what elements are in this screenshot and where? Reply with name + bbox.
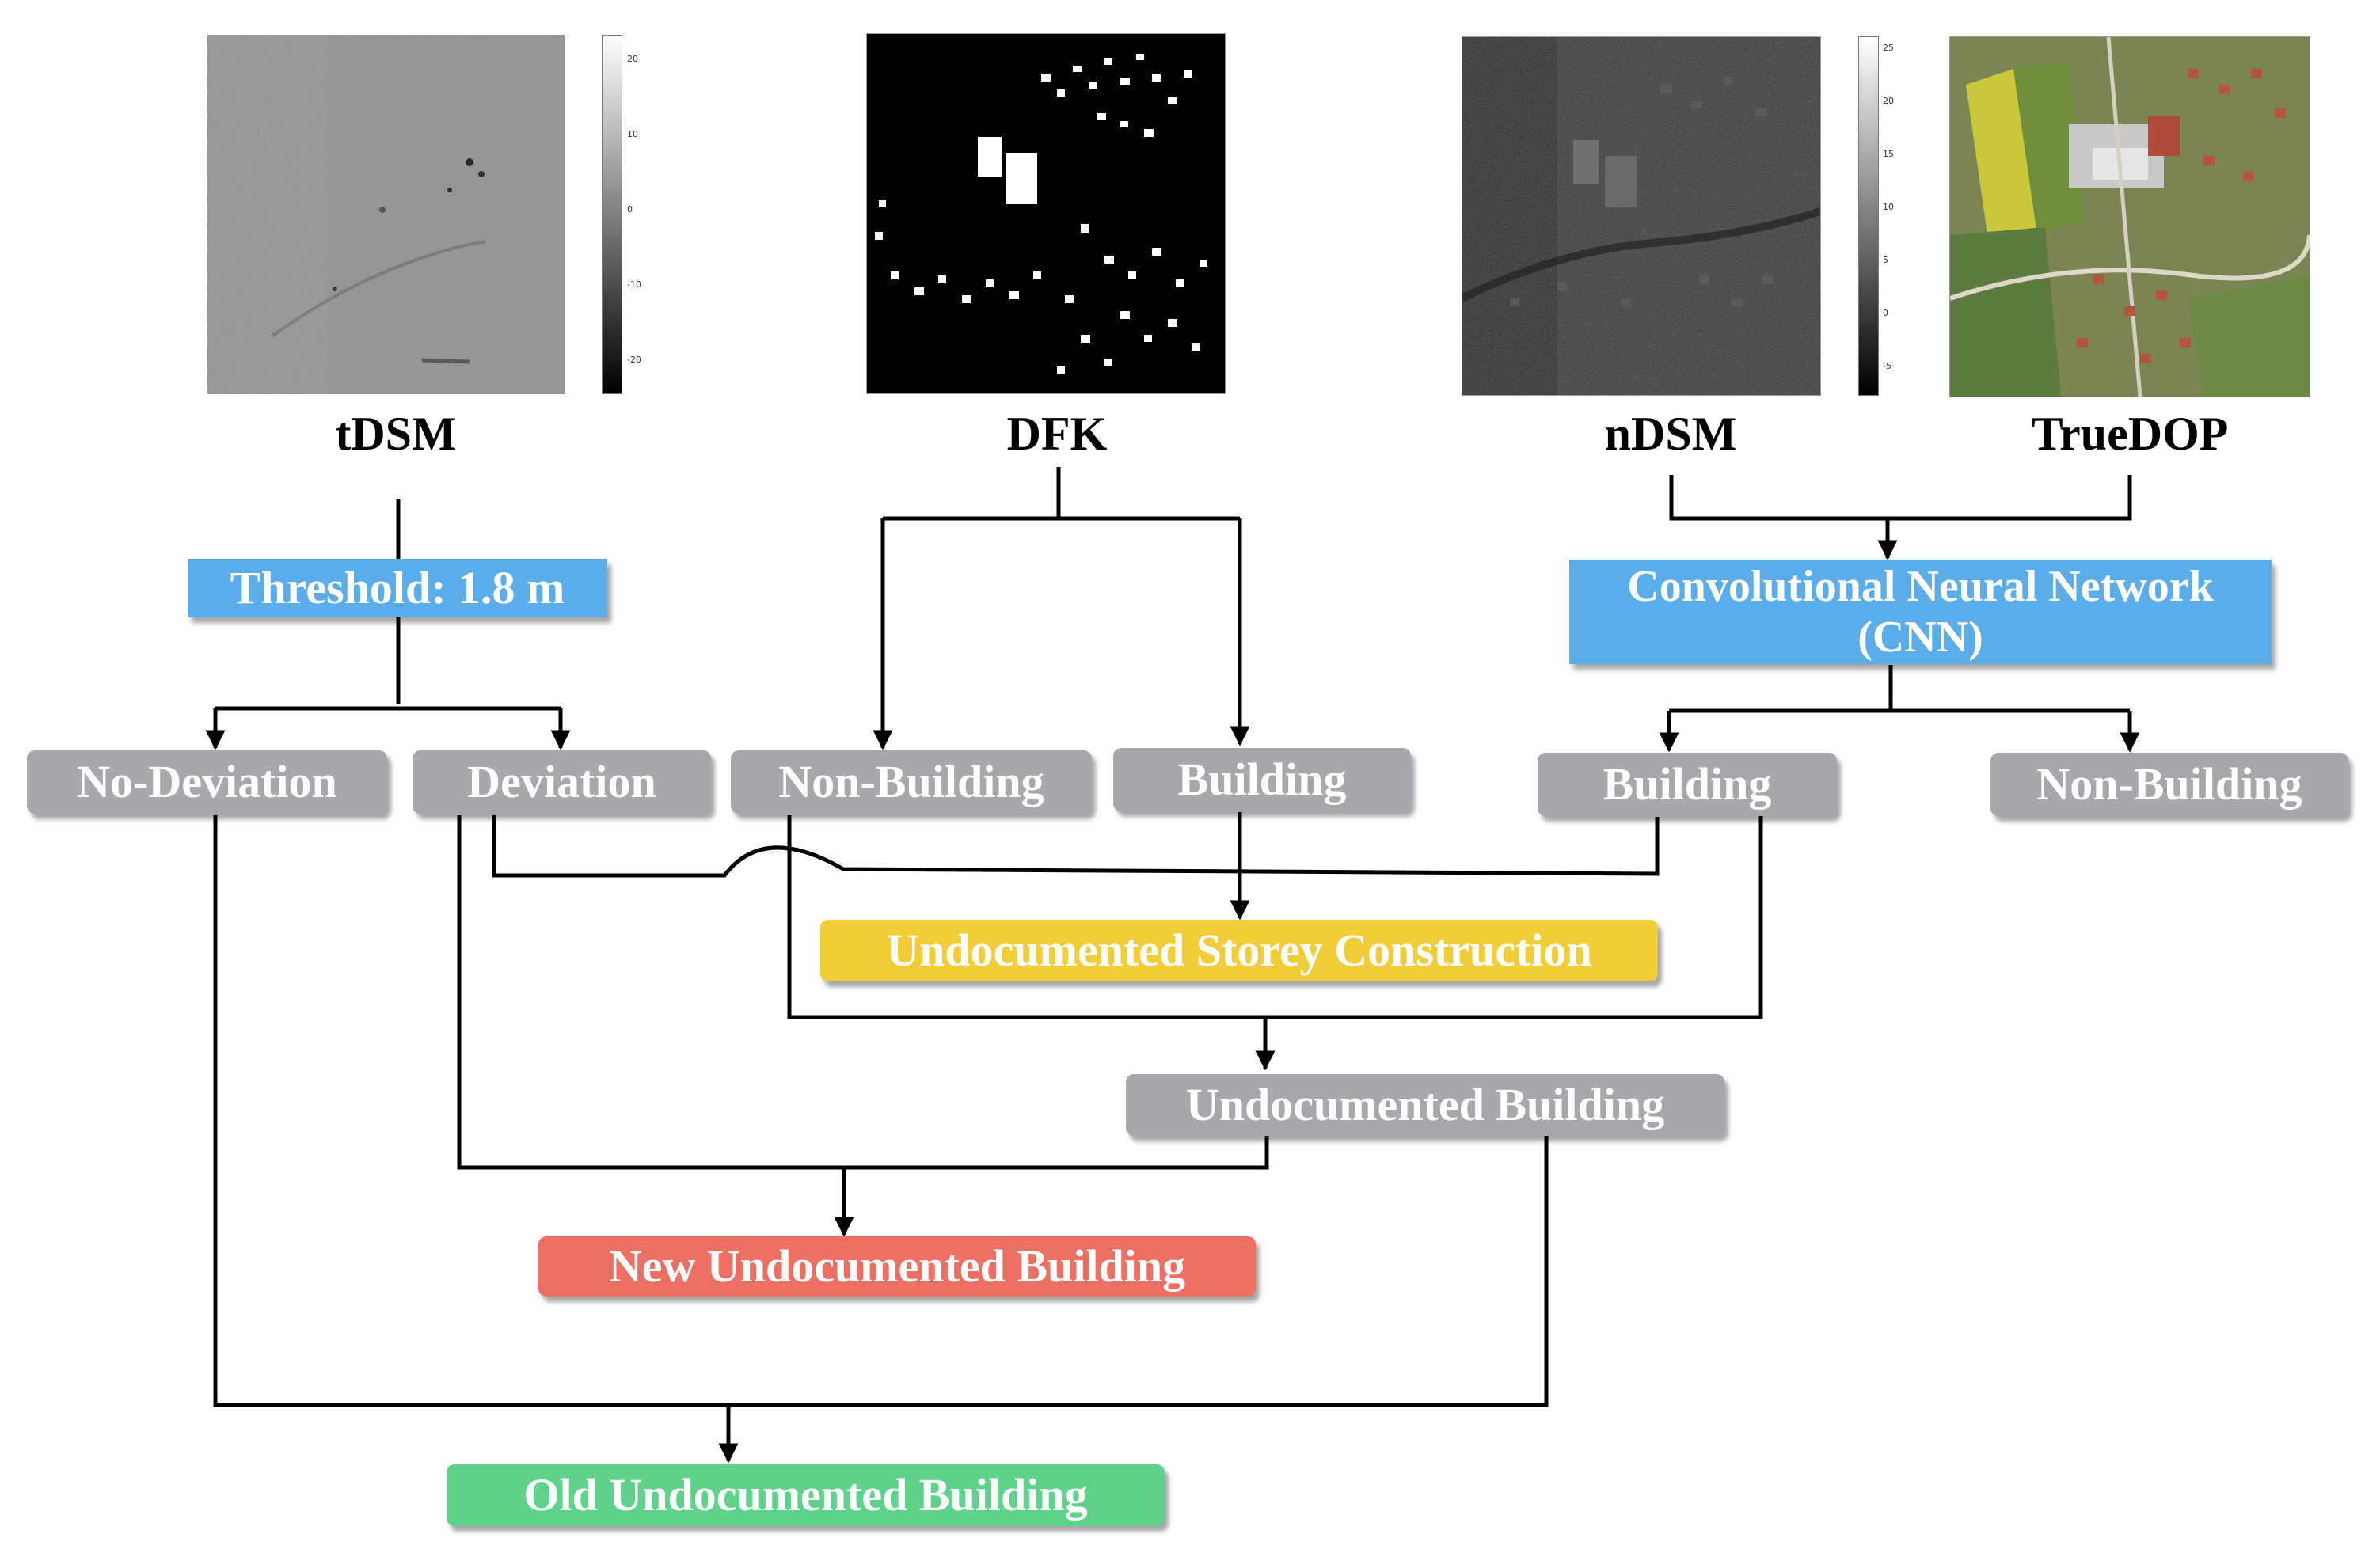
truedop-image bbox=[1949, 36, 2310, 397]
edge-ndsm-truedop bbox=[1669, 475, 2132, 521]
cnn-building-box: Building bbox=[1538, 753, 1837, 816]
ndsm-colorbar-tick: 25 bbox=[1883, 43, 1894, 53]
dfk-label: DFK bbox=[1006, 408, 1108, 460]
undocumented-storey-box: Undocumented Storey Construction bbox=[820, 920, 1658, 981]
tdsm-colorbar-tick: 20 bbox=[627, 54, 638, 64]
ndsm-image bbox=[1462, 36, 1821, 396]
edge-nonbuilding-undoc bbox=[787, 815, 1763, 1019]
cnn-box: Convolutional Neural Network (CNN) bbox=[1569, 560, 2272, 664]
truedop-label: TrueDOP bbox=[2031, 408, 2229, 460]
ndsm-colorbar-tick: 5 bbox=[1883, 255, 1888, 265]
tdsm-label: tDSM bbox=[335, 408, 457, 460]
cnn-non-building-box: Non-Building bbox=[1990, 753, 2348, 816]
ndsm-colorbar-tick: 20 bbox=[1883, 96, 1894, 106]
tdsm-image bbox=[207, 35, 565, 394]
ndsm-colorbar-tick: 10 bbox=[1883, 202, 1894, 212]
tdsm-colorbar bbox=[602, 35, 622, 394]
new-undocumented-building-box: New Undocumented Building bbox=[538, 1236, 1256, 1297]
tdsm-colorbar-tick: 10 bbox=[627, 129, 638, 139]
edge-deviation-storey bbox=[492, 815, 1660, 878]
deviation-box: Deviation bbox=[413, 750, 711, 814]
ndsm-colorbar bbox=[1858, 36, 1879, 396]
tdsm-colorbar-tick: -10 bbox=[627, 279, 641, 290]
dfk-image bbox=[866, 33, 1226, 394]
dfk-building-box: Building bbox=[1113, 748, 1411, 811]
ndsm-colorbar-tick: 15 bbox=[1883, 149, 1894, 159]
undocumented-building-box: Undocumented Building bbox=[1126, 1074, 1724, 1136]
old-undocumented-building-box: Old Undocumented Building bbox=[447, 1464, 1165, 1526]
ndsm-colorbar-tick: -5 bbox=[1883, 361, 1891, 371]
tdsm-colorbar-tick: -20 bbox=[627, 355, 641, 365]
threshold-box: Threshold: 1.8 m bbox=[188, 559, 607, 617]
no-deviation-box: No-Deviation bbox=[27, 750, 387, 814]
tdsm-colorbar-tick: 0 bbox=[627, 204, 633, 215]
dfk-non-building-box: Non-Building bbox=[731, 750, 1092, 814]
edge-nodeviation-old bbox=[213, 815, 1549, 1407]
edge-deviation-new bbox=[457, 815, 1269, 1170]
ndsm-label: nDSM bbox=[1604, 408, 1737, 460]
ndsm-colorbar-tick: 0 bbox=[1883, 308, 1888, 318]
